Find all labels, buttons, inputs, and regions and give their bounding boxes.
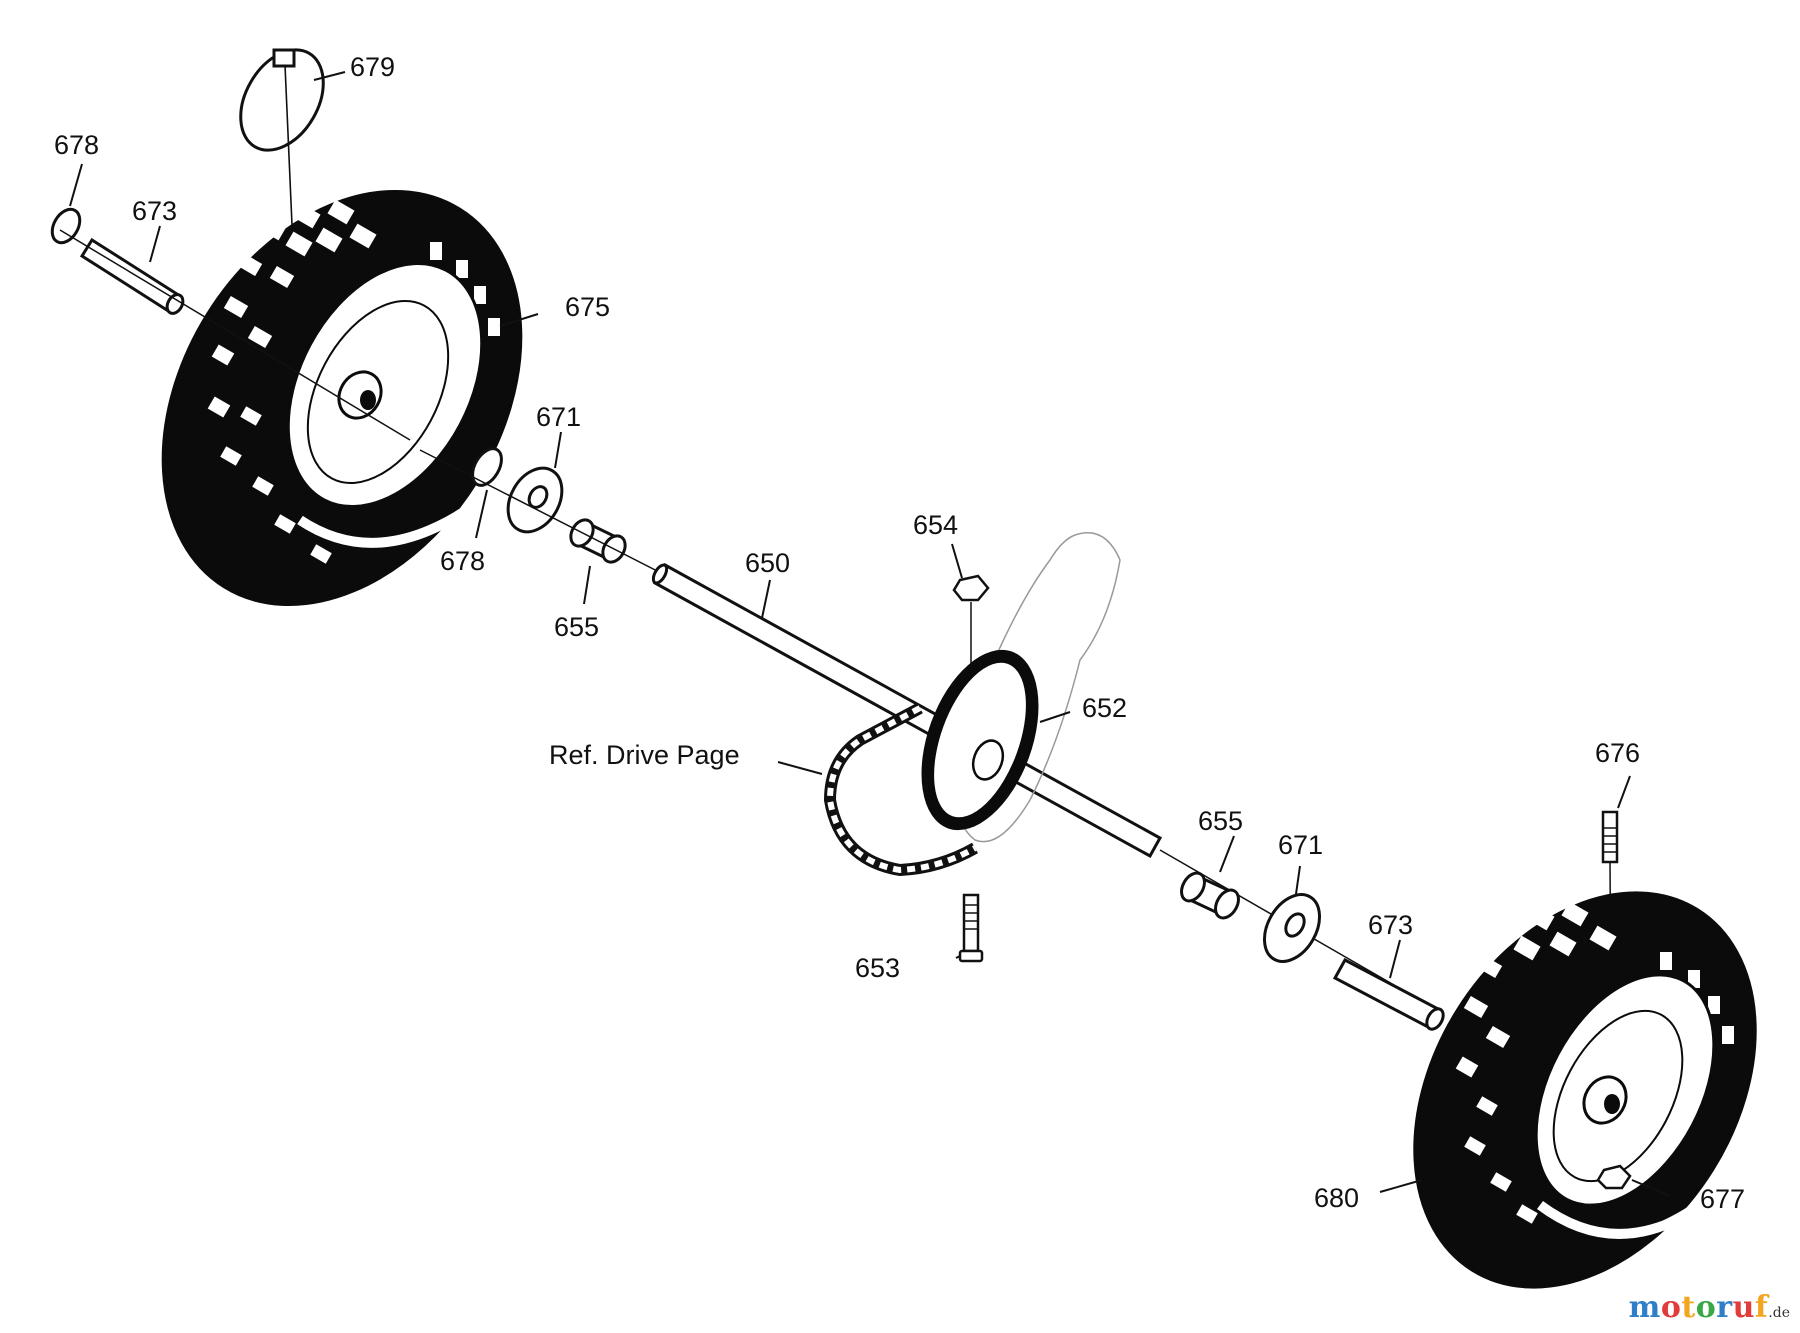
sprocket-652 (921, 649, 1039, 831)
callout-673-left: 673 (132, 196, 178, 226)
nut-654 (952, 574, 990, 700)
washer-671-right (1263, 893, 1321, 963)
watermark-letters: motoruf (1629, 1290, 1769, 1325)
motoruf-watermark-logo: motoruf.de (1629, 1293, 1790, 1323)
e-ring-678-mid (471, 447, 503, 487)
callout-655-left: 655 (554, 612, 600, 642)
bolt-653 (958, 893, 984, 963)
watermark-letter: m (1628, 1290, 1661, 1325)
nut-677 (1596, 1164, 1632, 1190)
watermark-letter: f (1754, 1290, 1769, 1325)
callout-655-right: 655 (1198, 806, 1244, 836)
hitch-pin-clip-679 (239, 48, 325, 226)
leader-lines (69, 71, 1671, 1197)
spacer-673-right (1332, 957, 1445, 1031)
callout-676: 676 (1595, 738, 1641, 768)
callout-653: 653 (855, 953, 901, 983)
callout-678-mid: 678 (440, 546, 486, 576)
callout-675: 675 (565, 292, 611, 322)
bearing-655-right (1180, 871, 1240, 920)
right-wheel-assembly (1413, 891, 1757, 1289)
callout-ref-drive-page: Ref. Drive Page (549, 740, 740, 770)
bearing-655-left (569, 518, 627, 564)
callout-678-left: 678 (54, 130, 100, 160)
e-ring-678-left (50, 207, 82, 245)
watermark-letter: t (1681, 1290, 1696, 1325)
watermark-letter: r (1716, 1290, 1733, 1325)
left-wheel-assembly (161, 189, 525, 607)
watermark-letter: u (1732, 1290, 1755, 1325)
left-tire-tread (207, 199, 500, 564)
callout-679: 679 (350, 52, 396, 82)
drive-chain (823, 702, 978, 877)
callout-650: 650 (745, 548, 791, 578)
right-tire-tread (1455, 901, 1734, 1224)
callout-677: 677 (1700, 1184, 1746, 1214)
watermark-tld: .de (1768, 1305, 1790, 1321)
callout-671-left: 671 (536, 402, 582, 432)
watermark-letter: o (1695, 1290, 1717, 1325)
callout-673-right: 673 (1368, 910, 1414, 940)
spacer-673-left (79, 237, 185, 315)
housing-outline (956, 532, 1121, 843)
callout-671-right: 671 (1278, 830, 1324, 860)
callout-652: 652 (1082, 693, 1128, 723)
callout-680: 680 (1314, 1183, 1360, 1213)
watermark-letter: o (1660, 1290, 1682, 1325)
callout-654: 654 (913, 510, 959, 540)
left-wheel-rim (286, 261, 484, 509)
